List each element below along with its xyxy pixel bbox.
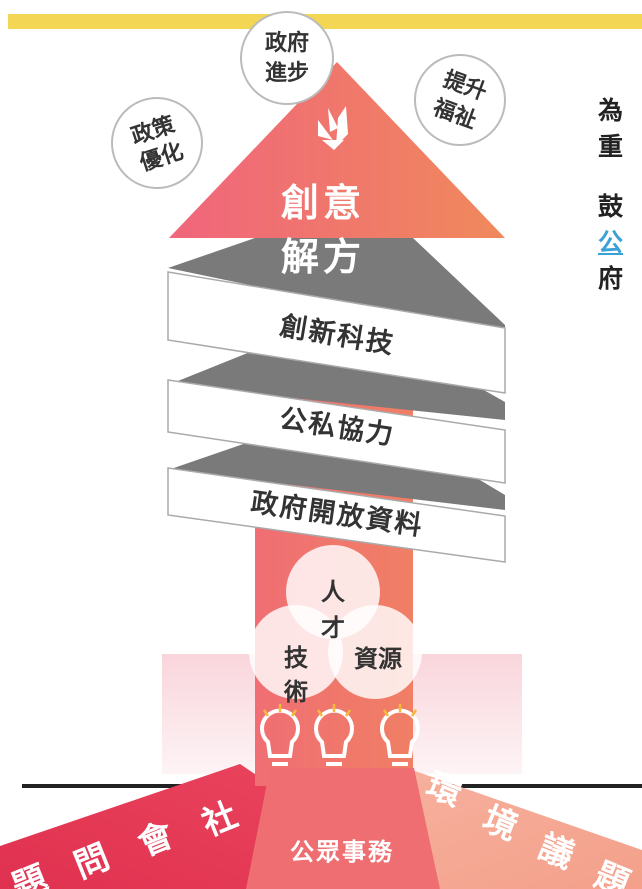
ribbon-fold: [168, 238, 505, 338]
lightbulb-icon: [314, 704, 354, 766]
environment-issue-band: [380, 770, 642, 889]
side-text-link[interactable]: 公: [598, 228, 624, 257]
side-text-line: 重: [598, 132, 624, 161]
tech-line2: 術: [283, 678, 308, 706]
side-text-line: 鼓: [598, 192, 624, 221]
origami-crane-icon: [318, 106, 348, 150]
resource-label: 資源: [354, 645, 402, 673]
top-accent-bar: [8, 14, 642, 29]
resource-venn: 人 才 技 術 資源: [249, 545, 422, 706]
talent-line1: 人: [321, 578, 345, 606]
side-text-column: 為 重 鼓 公 府: [598, 96, 642, 294]
bubble-government-progress-line2: 進步: [265, 60, 309, 86]
ribbon-public-private: [167, 379, 506, 484]
ribbon-open-data: [167, 467, 506, 563]
side-text-line: 府: [598, 264, 624, 293]
public-affairs-label: 公眾事務: [290, 838, 394, 866]
bubble-improve-welfare: 提升 福祉: [414, 54, 506, 146]
arrow-title-line2: 解方: [281, 235, 365, 279]
bubble-government-progress-line1: 政府: [265, 30, 309, 56]
social-issue-band: [0, 764, 286, 889]
talent-line2: 才: [321, 614, 345, 642]
side-text-line: 為: [598, 96, 624, 125]
lightbulb-icon: [380, 704, 420, 766]
public-affairs-base: [246, 768, 440, 889]
arrow-title-line1: 創意: [281, 181, 365, 225]
talent-circle: [286, 545, 380, 639]
bubble-government-progress: 政府 進步: [240, 11, 334, 105]
ribbon-innovation-tech: [167, 271, 506, 394]
lightbulb-icon: [260, 704, 300, 766]
tech-line1: 技: [284, 644, 309, 672]
bubble-policy-optimization: 政策 優化: [111, 97, 203, 189]
